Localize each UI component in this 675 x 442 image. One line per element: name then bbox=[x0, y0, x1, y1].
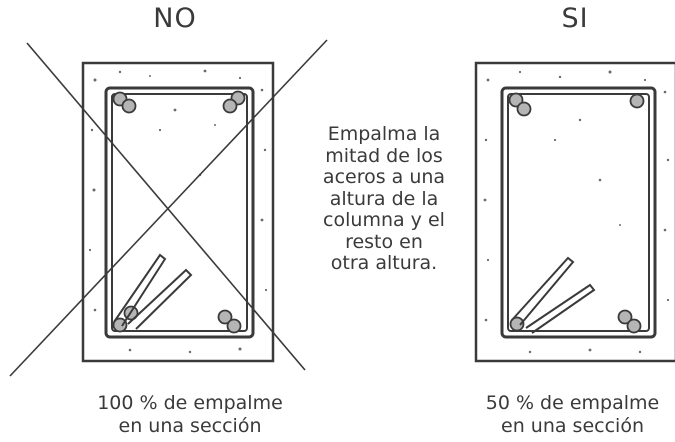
stirrup-hook-no bbox=[113, 253, 193, 330]
concrete-speckles-si bbox=[483, 70, 670, 354]
explanation-line: mitad de los bbox=[325, 144, 443, 167]
explanation-line: Empalma la bbox=[327, 123, 441, 145]
stirrup-inner-no bbox=[111, 93, 248, 332]
cross-out-mark bbox=[9, 39, 328, 377]
column-section-si bbox=[474, 61, 675, 363]
caption-line: 100 % de empalme bbox=[97, 392, 283, 414]
heading-si: SI bbox=[561, 3, 589, 34]
rebars-si bbox=[508, 92, 645, 334]
explanation-line: otra altura. bbox=[330, 252, 438, 274]
caption-line: en una sección bbox=[501, 415, 644, 437]
caption-no: 100 % de empalme en una sección bbox=[80, 392, 300, 438]
explanation-line: aceros a una bbox=[322, 166, 446, 188]
concrete-outline-no bbox=[81, 61, 275, 363]
stirrup-hook-si bbox=[511, 256, 596, 334]
caption-si: 50 % de empalme en una sección bbox=[470, 392, 675, 438]
column-section-no bbox=[9, 39, 328, 377]
caption-line: 50 % de empalme bbox=[485, 392, 660, 414]
concrete-outline-si bbox=[474, 61, 675, 363]
explanation-line: resto en bbox=[345, 230, 423, 253]
stirrup-outer-no bbox=[104, 86, 255, 339]
explanation-line: columna y el bbox=[323, 209, 445, 231]
stirrup-inner-si bbox=[507, 93, 650, 332]
heading-no: NO bbox=[153, 3, 197, 34]
explanation-text: Empalma la mitad de los aceros a una alt… bbox=[312, 123, 456, 275]
rebars-no bbox=[112, 90, 246, 334]
caption-line: en una sección bbox=[118, 415, 262, 437]
concrete-speckles-no bbox=[88, 69, 268, 354]
explanation-line: altura de la bbox=[329, 187, 439, 210]
stirrup-outer-si bbox=[500, 86, 657, 339]
